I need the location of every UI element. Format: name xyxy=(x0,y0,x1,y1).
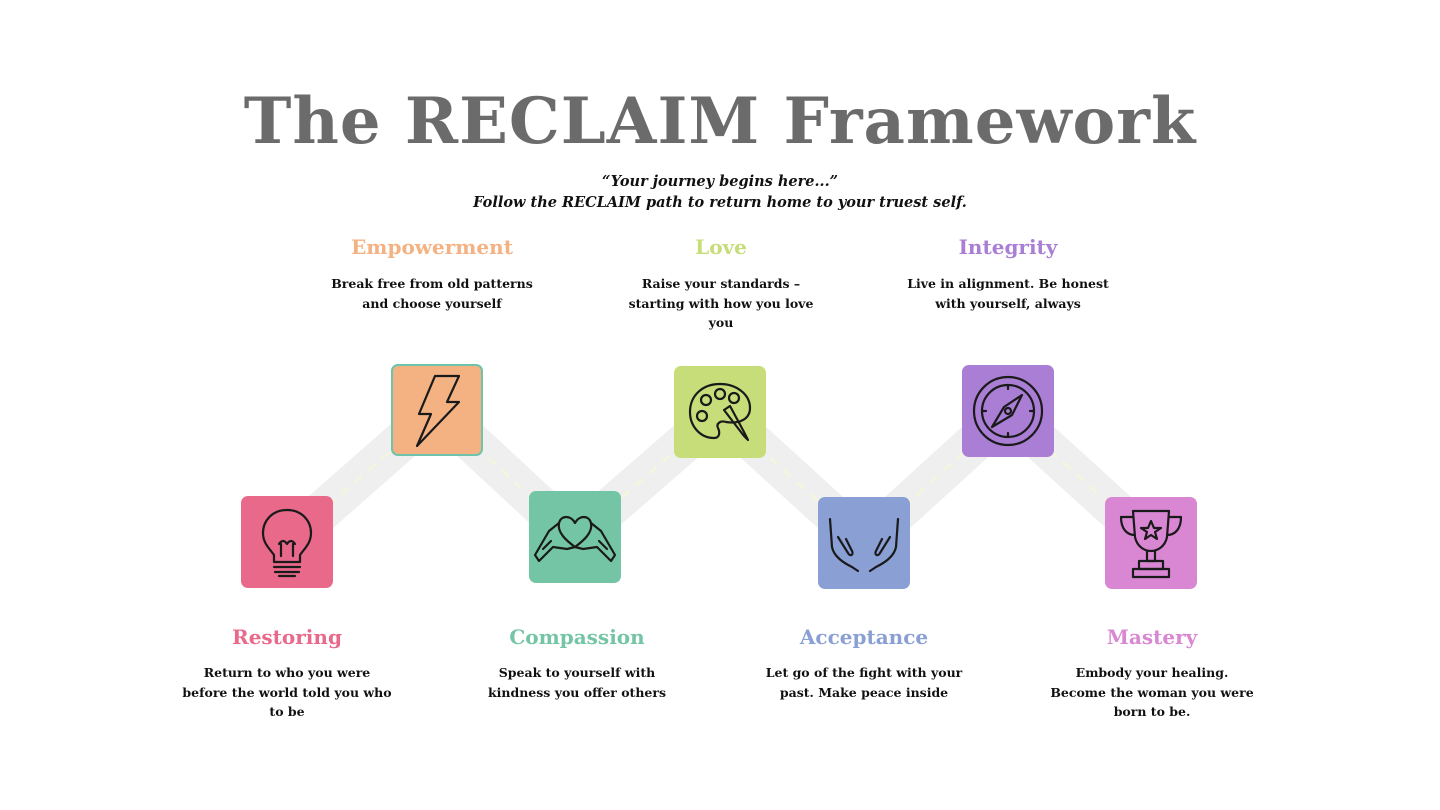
step-tile-acceptance xyxy=(818,497,910,589)
step-label-acceptance: Acceptance xyxy=(799,625,929,649)
page-title: The RECLAIM Framework xyxy=(243,84,1197,159)
step-tile-integrity xyxy=(962,365,1054,457)
step-tile-restoring xyxy=(241,496,333,588)
heart-hands-icon xyxy=(533,515,617,563)
lightbulb-icon xyxy=(261,508,313,578)
step-label-love: Love xyxy=(695,235,747,259)
step-tile-love xyxy=(674,366,766,458)
step-description-empowerment: Break free from old patterns and choose … xyxy=(331,276,533,311)
step-description-mastery: Embody your healing. Become the woman yo… xyxy=(1050,665,1254,719)
palette-icon xyxy=(688,382,752,442)
compass-icon xyxy=(972,375,1044,447)
step-description-love: Raise your standards – starting with how… xyxy=(628,276,814,330)
subtitle-quote: “Your journey begins here...” xyxy=(602,173,838,190)
step-label-restoring: Restoring xyxy=(232,625,342,649)
step-tile-empowerment xyxy=(391,364,483,456)
trophy-icon xyxy=(1119,509,1183,579)
step-tile-mastery xyxy=(1105,497,1197,589)
step-tile-compassion xyxy=(529,491,621,583)
step-label-mastery: Mastery xyxy=(1106,625,1198,649)
subtitle-instruction: Follow the RECLAIM path to return home t… xyxy=(473,194,967,211)
step-label-compassion: Compassion xyxy=(509,625,645,649)
subtitle: “Your journey begins here...” Follow the… xyxy=(0,171,1440,213)
step-description-integrity: Live in alignment. Be honest with yourse… xyxy=(907,276,1109,311)
step-description-compassion: Speak to yourself with kindness you offe… xyxy=(487,665,666,700)
step-description-acceptance: Let go of the fight with your past. Make… xyxy=(765,665,963,700)
step-label-integrity: Integrity xyxy=(958,235,1058,259)
step-label-empowerment: Empowerment xyxy=(351,235,513,259)
open-hands-icon xyxy=(828,517,900,573)
step-description-restoring: Return to who you were before the world … xyxy=(182,665,392,719)
lightning-icon xyxy=(415,374,461,448)
